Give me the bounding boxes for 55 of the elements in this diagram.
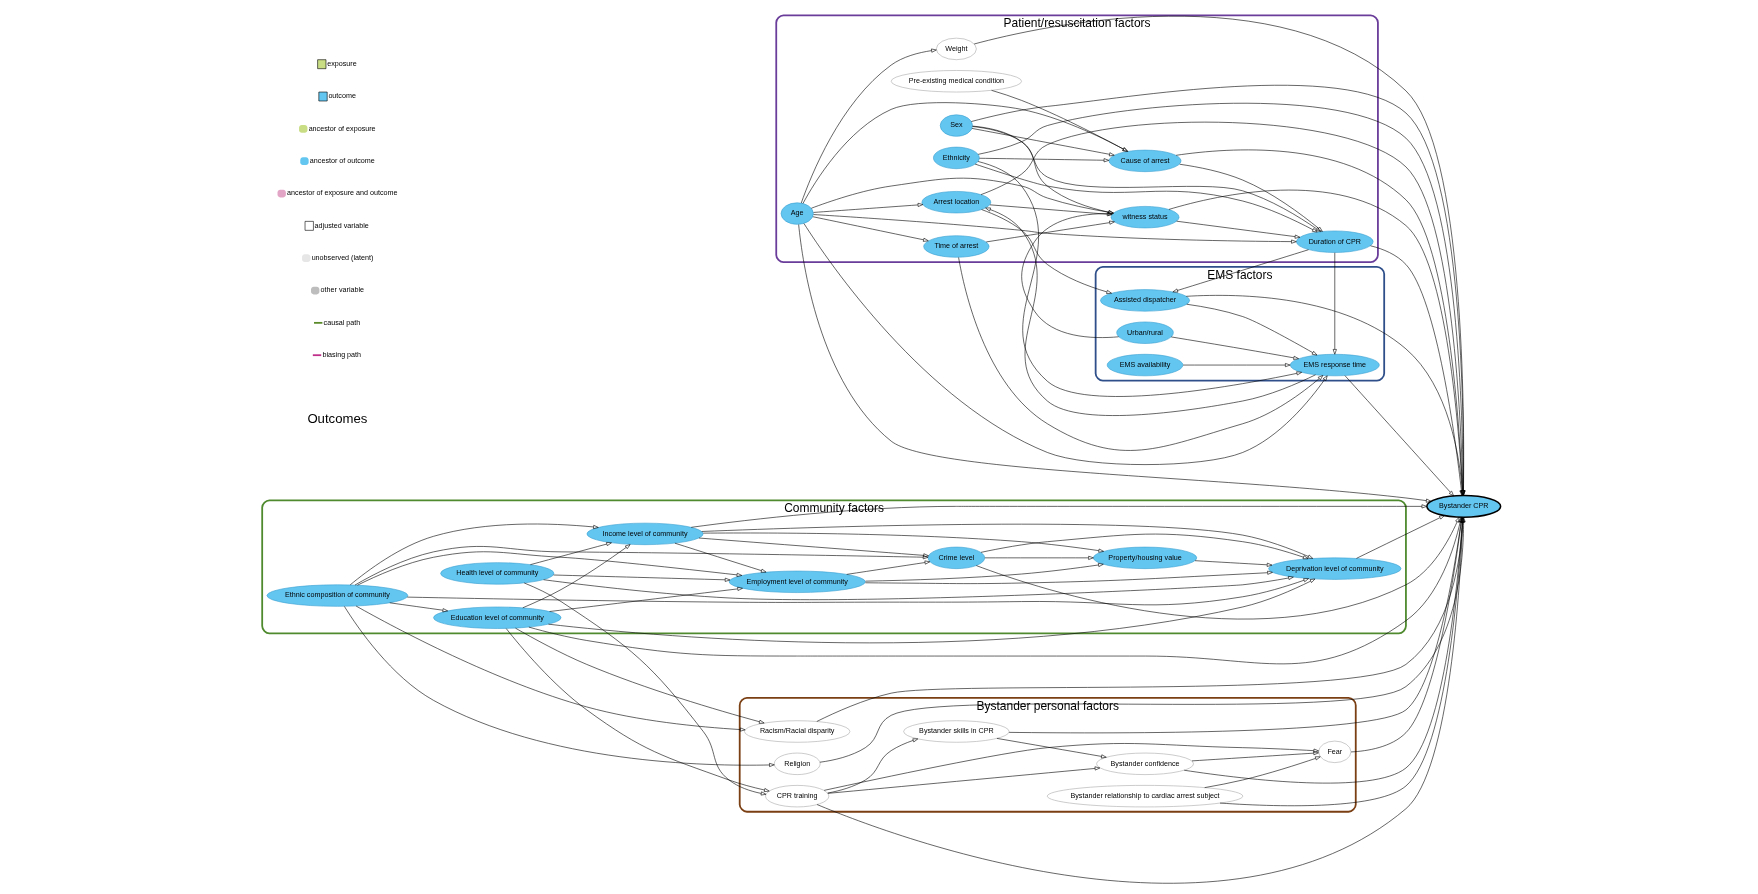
arrow: [674, 542, 767, 573]
arrow: [996, 738, 1107, 759]
arrow: [1204, 756, 1321, 788]
arrow: [357, 551, 743, 586]
arrow: [1176, 220, 1301, 239]
arrow: [803, 223, 1328, 465]
arrow: [958, 257, 1324, 451]
arrow: [1191, 751, 1319, 762]
arrow: [865, 570, 1273, 584]
arrow: [505, 628, 770, 792]
arrow: [976, 517, 1460, 620]
arrow: [702, 532, 1104, 553]
arrow: [984, 555, 1094, 560]
arrow: [977, 161, 1302, 397]
arrow: [1182, 363, 1291, 368]
arrow: [1172, 249, 1309, 293]
arrow: [1194, 560, 1273, 567]
arrow: [1170, 336, 1299, 360]
arrow: [1186, 303, 1318, 356]
arrow: [971, 128, 1115, 157]
label: Outcomes: [307, 410, 368, 426]
arrow: [812, 216, 929, 242]
arrow: [846, 560, 931, 575]
arrow: [1356, 515, 1445, 559]
arrow: [1179, 163, 1323, 232]
arrow: [979, 157, 1110, 163]
arrow: [798, 224, 1432, 503]
arrow: [698, 537, 929, 558]
arrow: [801, 48, 937, 204]
arrow: [355, 605, 746, 732]
arrow: [543, 576, 1294, 600]
arrow: [354, 546, 929, 586]
arrow: [985, 220, 1115, 243]
arrow: [974, 163, 1318, 233]
arrow: [530, 542, 612, 565]
arrow: [553, 574, 731, 582]
arrow: [389, 602, 448, 613]
arrow: [548, 578, 1316, 644]
arrow: [865, 563, 1104, 582]
arrow: [701, 523, 1314, 559]
arrow: [522, 544, 631, 609]
arrow: [813, 202, 924, 213]
arrow: [823, 743, 1319, 791]
arrow: [515, 627, 765, 724]
arrow: [827, 738, 919, 794]
arrow: [406, 578, 1309, 606]
arrow: [349, 523, 599, 586]
arrow: [344, 606, 775, 767]
arrow: [1344, 375, 1454, 497]
arrow: [549, 586, 743, 612]
arrow: [980, 533, 1309, 560]
arrow: [1332, 252, 1337, 355]
arrow: [690, 504, 1427, 528]
arrow: [523, 582, 767, 796]
arrow: [827, 766, 1101, 794]
